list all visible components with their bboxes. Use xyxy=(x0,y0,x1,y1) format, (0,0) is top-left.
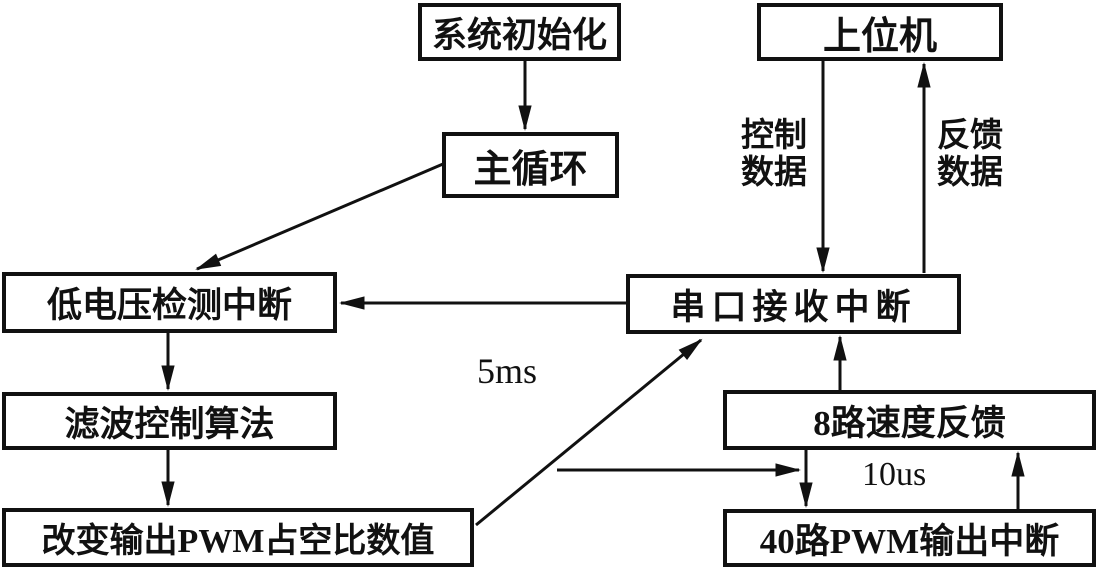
node-low-voltage-interrupt: 低电压检测中断 xyxy=(2,272,337,333)
node-speed-feedback: 8路速度反馈 xyxy=(723,390,1096,450)
node-filter-control-algorithm: 滤波控制算法 xyxy=(2,392,337,450)
label-5ms-cycle: 5ms xyxy=(477,351,538,391)
node-pwm-output-interrupt: 40路PWM输出中断 xyxy=(723,509,1096,567)
label-10us-cycle: 10us xyxy=(862,456,927,493)
node-change-pwm-duty: 改变输出PWM占空比数值 xyxy=(2,508,474,567)
label-feedback-data: 反馈数据 xyxy=(937,118,1003,191)
node-serial-rx-interrupt: 串口接收中断 xyxy=(626,274,961,334)
node-main-loop: 主循环 xyxy=(442,132,619,198)
label-control-data: 控制数据 xyxy=(741,118,807,191)
arrow-mainloop-to-lowvolt xyxy=(195,162,444,271)
node-host-computer: 上位机 xyxy=(757,3,1003,61)
arrow-pwmduty-to-serial xyxy=(475,338,703,527)
node-system-init: 系统初始化 xyxy=(418,3,621,61)
